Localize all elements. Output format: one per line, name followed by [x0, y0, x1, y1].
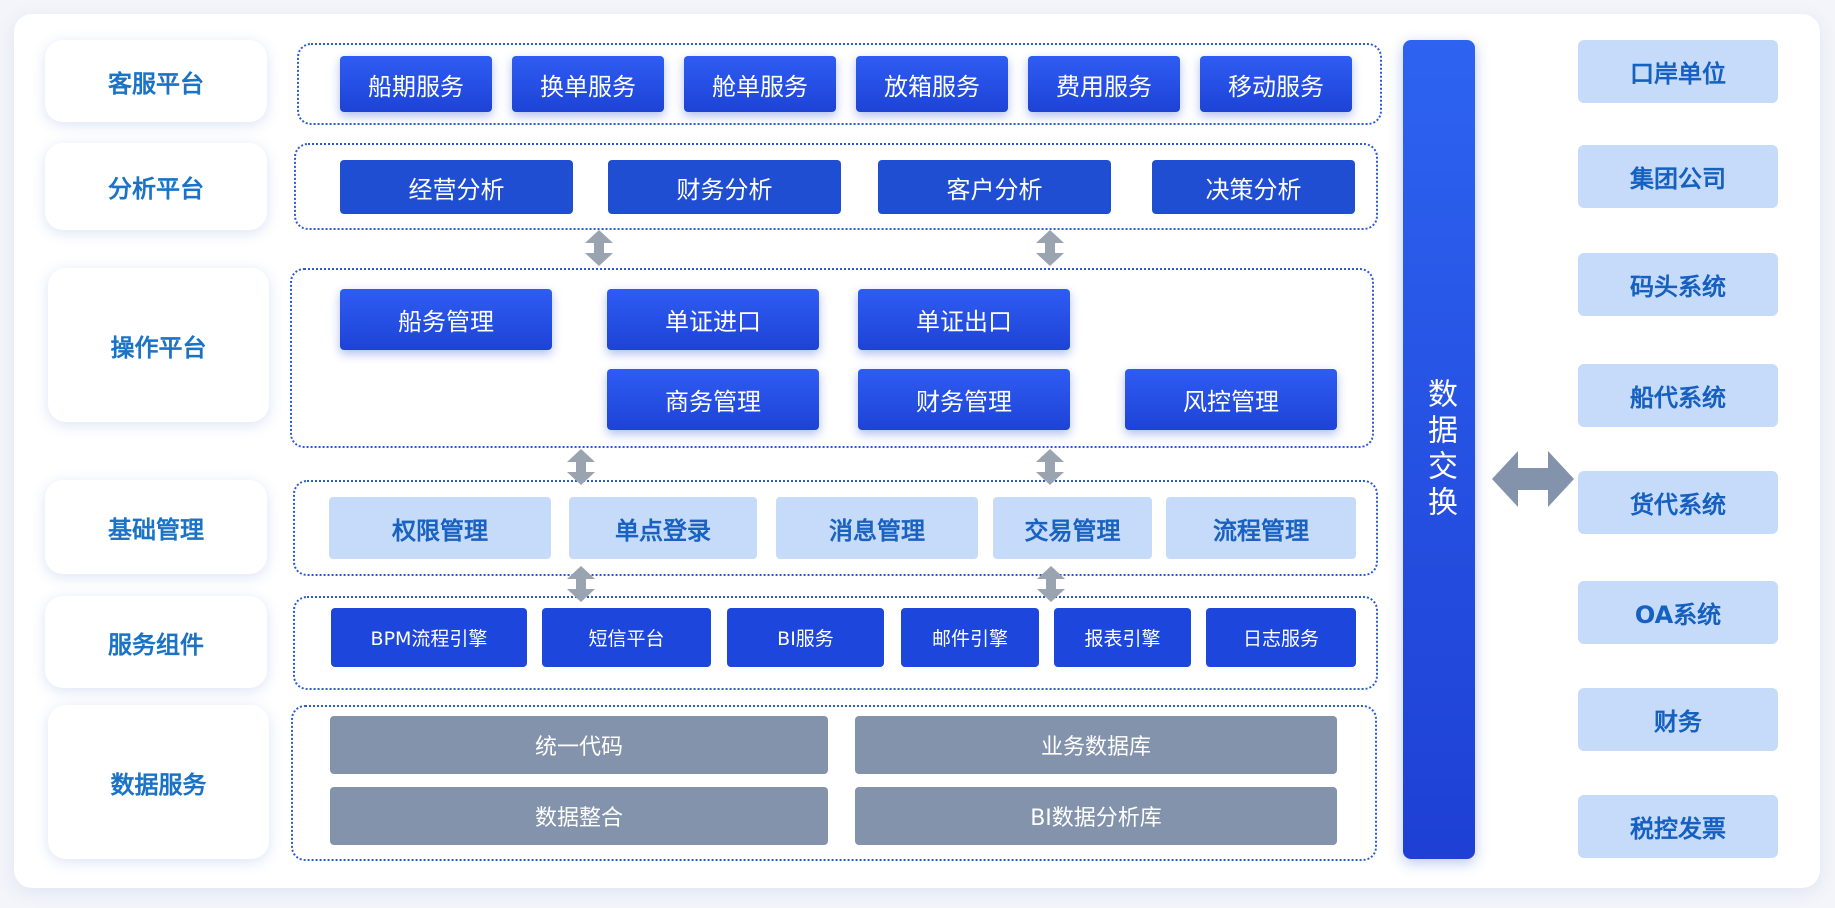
module-customer-analysis[interactable]: 客户分析 — [878, 160, 1111, 214]
external-port-units[interactable]: 口岸单位 — [1578, 40, 1778, 103]
component-report-engine[interactable]: 报表引擎 — [1054, 608, 1191, 667]
double-arrow-icon — [1036, 449, 1064, 485]
double-arrow-icon — [585, 230, 613, 266]
module-ship-schedule[interactable]: 船期服务 — [340, 56, 492, 112]
layer-label-foundation: 基础管理 — [45, 480, 267, 574]
group-service-components — [293, 596, 1378, 690]
module-order-exchange[interactable]: 换单服务 — [512, 56, 664, 112]
external-oa-system[interactable]: OA系统 — [1578, 581, 1778, 644]
group-data-services — [291, 705, 1377, 861]
module-commerce-management[interactable]: 商务管理 — [607, 369, 819, 430]
group-customer-service — [297, 43, 1382, 125]
external-terminal-system[interactable]: 码头系统 — [1578, 253, 1778, 316]
external-finance[interactable]: 财务 — [1578, 688, 1778, 751]
component-sms-platform[interactable]: 短信平台 — [542, 608, 711, 667]
module-mobile-service[interactable]: 移动服务 — [1200, 56, 1352, 112]
data-business-database[interactable]: 业务数据库 — [855, 716, 1337, 774]
module-fee-service[interactable]: 费用服务 — [1028, 56, 1180, 112]
module-permission-management[interactable]: 权限管理 — [329, 497, 551, 559]
module-shipping-management[interactable]: 船务管理 — [340, 289, 552, 350]
double-arrow-icon — [567, 449, 595, 485]
horizontal-double-arrow-icon — [1492, 451, 1574, 507]
module-single-sign-on[interactable]: 单点登录 — [569, 497, 757, 559]
group-analysis — [294, 143, 1378, 230]
external-tax-invoice[interactable]: 税控发票 — [1578, 795, 1778, 858]
layer-label-analysis: 分析平台 — [45, 143, 267, 230]
component-log-service[interactable]: 日志服务 — [1206, 608, 1356, 667]
layer-label-customer-service: 客服平台 — [45, 40, 267, 122]
data-bi-analysis-db[interactable]: BI数据分析库 — [855, 787, 1337, 845]
group-operation — [290, 268, 1374, 448]
module-message-management[interactable]: 消息管理 — [776, 497, 978, 559]
layer-label-service-components: 服务组件 — [45, 596, 267, 688]
data-exchange-bar: 数据交换 — [1403, 40, 1475, 859]
double-arrow-icon — [1037, 566, 1065, 602]
module-doc-export[interactable]: 单证出口 — [858, 289, 1070, 350]
double-arrow-icon — [1036, 230, 1064, 266]
module-transaction-management[interactable]: 交易管理 — [993, 497, 1152, 559]
layer-label-data-services: 数据服务 — [48, 705, 269, 859]
data-exchange-label: 数据交换 — [1422, 377, 1457, 522]
external-freight-forwarder-system[interactable]: 货代系统 — [1578, 471, 1778, 534]
data-integration[interactable]: 数据整合 — [330, 787, 828, 845]
module-risk-management[interactable]: 风控管理 — [1125, 369, 1337, 430]
component-bpm-engine[interactable]: BPM流程引擎 — [331, 608, 527, 667]
double-arrow-icon — [567, 566, 595, 602]
module-doc-import[interactable]: 单证进口 — [607, 289, 819, 350]
module-container-release[interactable]: 放箱服务 — [856, 56, 1008, 112]
module-finance-management[interactable]: 财务管理 — [858, 369, 1070, 430]
component-mail-engine[interactable]: 邮件引擎 — [901, 608, 1039, 667]
external-ship-agency-system[interactable]: 船代系统 — [1578, 364, 1778, 427]
module-finance-analysis[interactable]: 财务分析 — [608, 160, 841, 214]
group-foundation — [293, 480, 1378, 576]
module-decision-analysis[interactable]: 决策分析 — [1152, 160, 1355, 214]
data-unified-code[interactable]: 统一代码 — [330, 716, 828, 774]
module-manifest[interactable]: 舱单服务 — [684, 56, 836, 112]
layer-label-operation: 操作平台 — [48, 268, 269, 422]
external-group-company[interactable]: 集团公司 — [1578, 145, 1778, 208]
module-business-analysis[interactable]: 经营分析 — [340, 160, 573, 214]
component-bi-service[interactable]: BI服务 — [727, 608, 884, 667]
module-process-management[interactable]: 流程管理 — [1166, 497, 1356, 559]
